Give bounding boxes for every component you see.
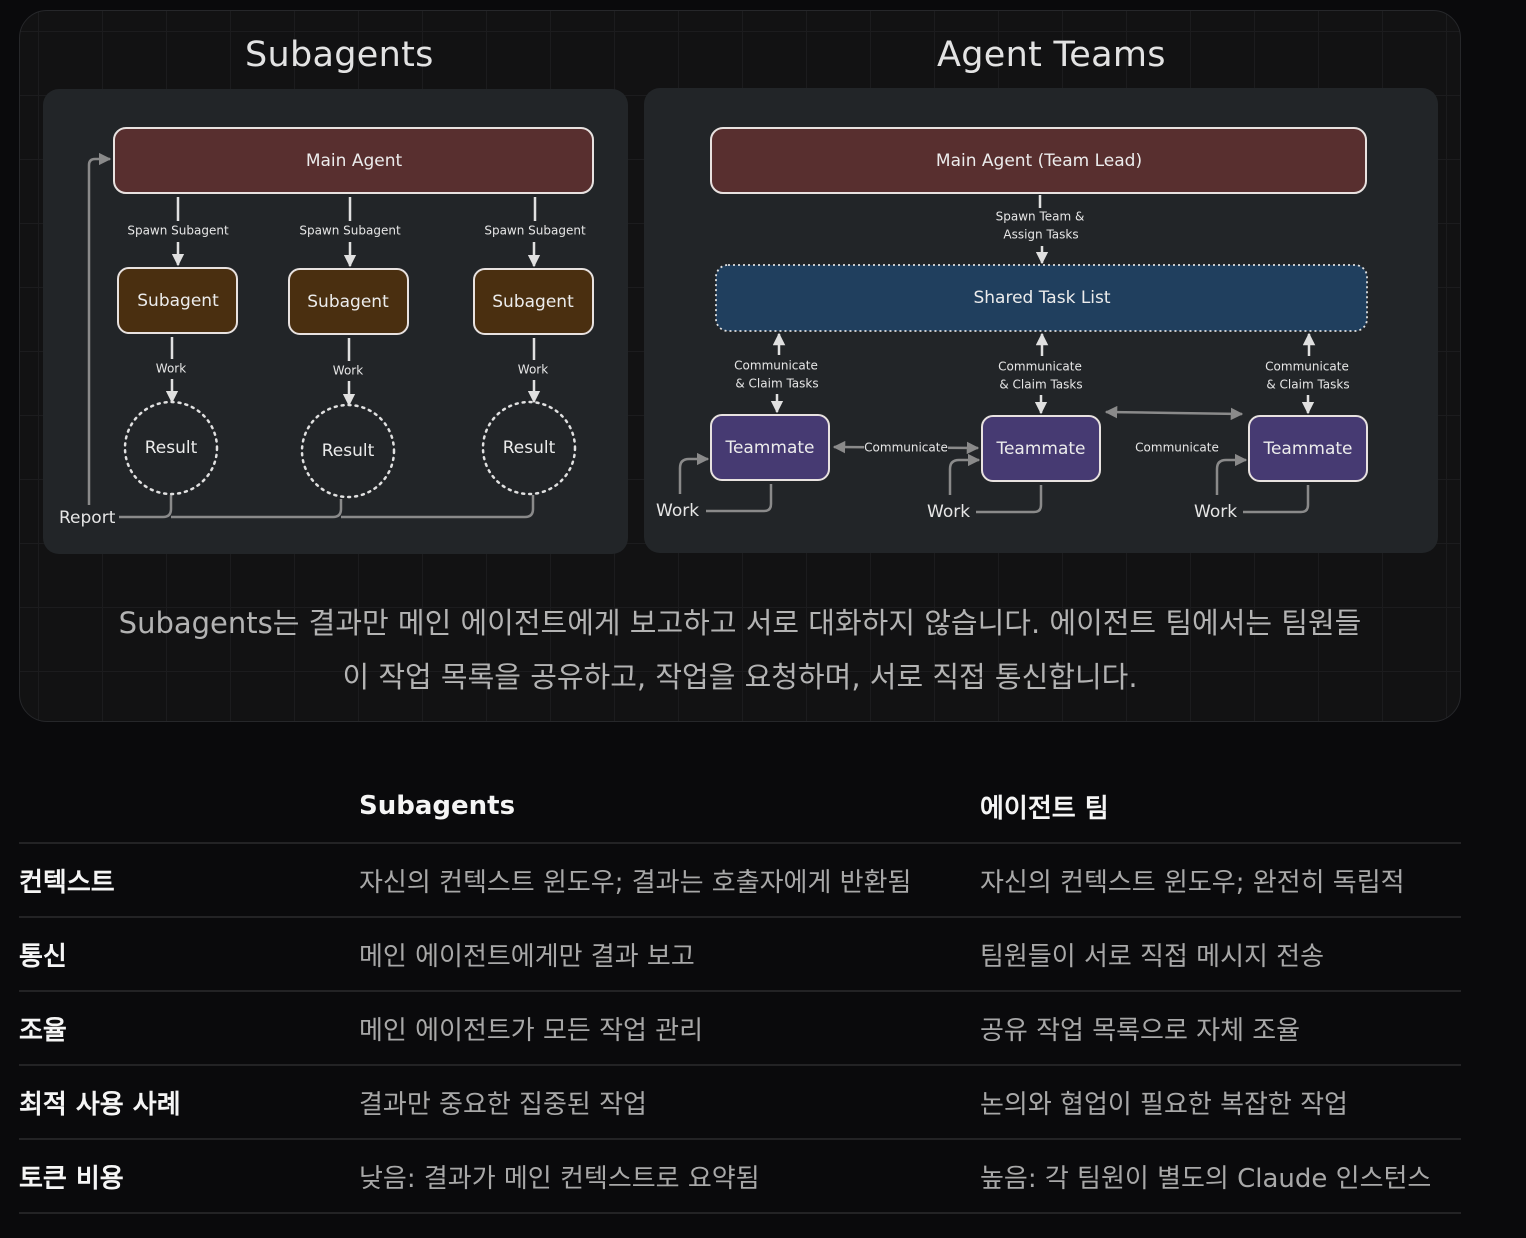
subagents-panel: Main Agent Report Spawn Subagent Subagen… <box>43 89 628 554</box>
report-arrow <box>87 152 112 505</box>
header-subagents: Subagents <box>359 770 980 844</box>
subagents-cell: 결과만 중요한 집중된 작업 <box>359 1065 980 1140</box>
teammate-column: Communicate & Claim Tasks Teammate Work <box>656 332 830 521</box>
agent-teams-diagram: Main Agent (Team Lead) Spawn Team & Assi… <box>656 127 1368 522</box>
subagents-diagram: Main Agent Report Spawn Subagent Subagen… <box>59 127 594 528</box>
row-label: 통신 <box>19 917 359 992</box>
team-lead-node: Main Agent (Team Lead) <box>710 127 1367 194</box>
subagent-label: Subagent <box>307 292 389 312</box>
team-lead-label: Main Agent (Team Lead) <box>936 151 1142 171</box>
subagent-column: Spawn Subagent Subagent Work Result <box>117 197 238 496</box>
table-row: 토큰 비용 낮음: 결과가 메인 컨텍스트로 요약됨 높음: 각 팀원이 별도의… <box>19 1139 1461 1214</box>
result-label: Result <box>503 438 556 458</box>
shared-task-list-node: Shared Task List <box>715 264 1368 332</box>
claim-label-line2: & Claim Tasks <box>1266 378 1349 392</box>
work-label: Work <box>518 363 548 377</box>
teams-cell: 논의와 협업이 필요한 복잡한 작업 <box>980 1065 1461 1140</box>
subagents-cell: 메인 에이전트가 모든 작업 관리 <box>359 991 980 1066</box>
claim-label-line1: Communicate <box>1265 360 1349 374</box>
subagents-cell: 메인 에이전트에게만 결과 보고 <box>359 917 980 992</box>
communicate-arrow <box>1104 405 1244 421</box>
subagents-cell: 낮음: 결과가 메인 컨텍스트로 요약됨 <box>359 1139 980 1214</box>
work-label: Work <box>156 362 186 376</box>
table-header-row: Subagents 에이전트 팀 <box>19 770 1461 844</box>
row-label: 조율 <box>19 991 359 1066</box>
result-label: Result <box>322 441 375 461</box>
table-row: 최적 사용 사례 결과만 중요한 집중된 작업 논의와 협업이 필요한 복잡한 … <box>19 1065 1461 1140</box>
diagram-frame: Subagents Agent Teams Main Agent Report <box>19 10 1461 722</box>
main-agent-node: Main Agent <box>113 127 594 194</box>
claim-label-line2: & Claim Tasks <box>999 378 1082 392</box>
communicate-label: Communicate <box>864 441 948 455</box>
table-row: 통신 메인 에이전트에게만 결과 보고 팀원들이 서로 직접 메시지 전송 <box>19 917 1461 992</box>
work-label: Work <box>333 364 363 378</box>
main-agent-label: Main Agent <box>306 151 403 171</box>
work-label: Work <box>1194 502 1237 522</box>
caption-line-1: Subagents는 결과만 메인 에이전트에게 보고하고 서로 대화하지 않습… <box>118 606 1362 640</box>
spawn-subagent-label: Spawn Subagent <box>484 224 586 238</box>
subagents-cell: 자신의 컨텍스트 윈도우; 결과는 호출자에게 반환됨 <box>359 843 980 918</box>
diagram-caption: Subagents는 결과만 메인 에이전트에게 보고하고 서로 대화하지 않습… <box>20 596 1460 704</box>
agent-teams-panel: Main Agent (Team Lead) Spawn Team & Assi… <box>644 88 1438 553</box>
teammate-column: Communicate & Claim Tasks Teammate Work <box>1194 332 1368 522</box>
subagent-label: Subagent <box>137 291 219 311</box>
row-label: 컨텍스트 <box>19 843 359 918</box>
teammate-column: Communicate & Claim Tasks Teammate Work <box>927 332 1101 522</box>
agent-teams-title: Agent Teams <box>937 35 1166 75</box>
row-label: 최적 사용 사례 <box>19 1065 359 1140</box>
shared-task-list-label: Shared Task List <box>973 288 1110 308</box>
table-row: 컨텍스트 자신의 컨텍스트 윈도우; 결과는 호출자에게 반환됨 자신의 컨텍스… <box>19 843 1461 918</box>
subagent-label: Subagent <box>492 292 574 312</box>
claim-label-line1: Communicate <box>734 359 818 373</box>
subagent-column: Spawn Subagent Subagent Work Result <box>288 197 409 499</box>
report-label: Report <box>59 508 116 528</box>
work-label: Work <box>927 502 970 522</box>
teammate-label: Teammate <box>1262 439 1352 459</box>
comparison-table: Subagents 에이전트 팀 컨텍스트 자신의 컨텍스트 윈도우; 결과는 … <box>19 770 1461 1214</box>
communicate-label: Communicate <box>1135 441 1219 455</box>
result-label: Result <box>145 438 198 458</box>
header-empty <box>19 770 359 844</box>
claim-label-line2: & Claim Tasks <box>735 377 818 391</box>
teams-cell: 공유 작업 목록으로 자체 조율 <box>980 991 1461 1066</box>
table-row: 조율 메인 에이전트가 모든 작업 관리 공유 작업 목록으로 자체 조율 <box>19 991 1461 1066</box>
report-line <box>119 495 535 519</box>
teammate-label: Teammate <box>995 439 1085 459</box>
teams-cell: 팀원들이 서로 직접 메시지 전송 <box>980 917 1461 992</box>
teams-cell: 자신의 컨텍스트 윈도우; 완전히 독립적 <box>980 843 1461 918</box>
work-label: Work <box>656 501 699 521</box>
subagents-title: Subagents <box>245 35 434 75</box>
teammate-label: Teammate <box>724 438 814 458</box>
header-agent-teams: 에이전트 팀 <box>980 770 1461 844</box>
assign-tasks-label: Assign Tasks <box>1003 228 1078 242</box>
row-label: 토큰 비용 <box>19 1139 359 1214</box>
subagent-column: Spawn Subagent Subagent Work Result <box>473 197 594 496</box>
spawn-subagent-label: Spawn Subagent <box>299 224 401 238</box>
caption-line-2: 이 작업 목록을 공유하고, 작업을 요청하며, 서로 직접 통신합니다. <box>342 660 1138 694</box>
teams-cell: 높음: 각 팀원이 별도의 Claude 인스턴스 <box>980 1139 1461 1214</box>
claim-label-line1: Communicate <box>998 360 1082 374</box>
spawn-subagent-label: Spawn Subagent <box>127 224 229 238</box>
spawn-team-label: Spawn Team & <box>996 210 1085 224</box>
